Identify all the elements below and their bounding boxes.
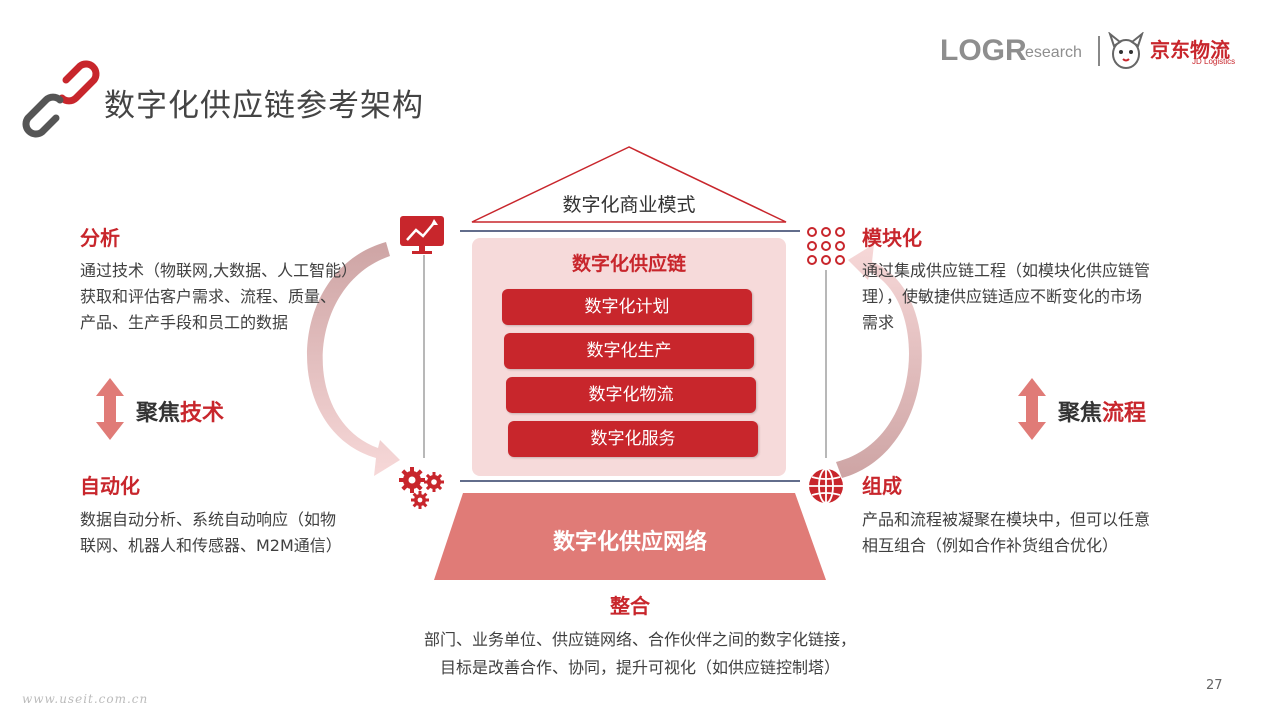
right-double-arrow	[1018, 378, 1046, 440]
jd-mascot-icon	[1108, 32, 1144, 69]
automation-title: 自动化	[80, 474, 140, 498]
dots-grid-icon	[807, 227, 845, 265]
service-bar: 数字化服务	[508, 421, 758, 457]
production-bar: 数字化生产	[504, 333, 754, 369]
modularity-title: 模块化	[862, 226, 922, 250]
gears-icon	[399, 467, 444, 509]
right-curve-arrow	[836, 244, 922, 478]
automation-line: 数据自动分析、系统自动响应（如物	[80, 510, 337, 529]
modularity-line: 需求	[862, 313, 895, 332]
jd-logistics-logo-en: JD Logistics	[1192, 57, 1236, 66]
supply-network-label: 数字化供应网络	[552, 530, 707, 555]
chain-link-icon	[22, 60, 100, 138]
focus-prefix: 聚焦	[1058, 401, 1103, 426]
watermark: www.useit.com.cn	[22, 692, 149, 706]
focus-highlight: 流程	[1102, 401, 1147, 426]
focus-technology: 聚焦技术	[136, 395, 224, 427]
integration-line: 目标是改善合作、协同，提升可视化（如供应链控制塔）	[439, 658, 840, 677]
jd-logistics-logo-cn: 京东物流	[1150, 38, 1230, 62]
logr-research-text: esearch	[1025, 44, 1082, 61]
page-title: 数字化供应链参考架构	[104, 88, 424, 124]
logo-divider	[1098, 36, 1100, 66]
network-trapezoid	[434, 493, 826, 580]
composition-body: 产品和流程被凝聚在模块中，但可以任意 相互组合（例如合作补货组合优化）	[862, 507, 1207, 559]
logr-logo: LOGR	[940, 34, 1027, 67]
planning-bar: 数字化计划	[502, 289, 752, 325]
analysis-line: 获取和评估客户需求、流程、质量、	[80, 287, 337, 306]
focus-highlight: 技术	[180, 401, 225, 426]
focus-prefix: 聚焦	[136, 401, 181, 426]
roof-triangle	[471, 146, 787, 223]
automation-body: 数据自动分析、系统自动响应（如物 联网、机器人和传感器、M2M通信）	[80, 507, 410, 559]
monitor-chart-icon	[400, 216, 444, 254]
business-model-label: 数字化商业模式	[562, 194, 696, 216]
integration-body: 部门、业务单位、供应链网络、合作伙伴之间的数字化链接， 目标是改善合作、协同，提…	[340, 626, 940, 682]
page-number: 27	[1206, 678, 1223, 693]
modularity-line: 通过集成供应链工程（如模块化供应链管	[862, 261, 1151, 280]
composition-title: 组成	[862, 474, 902, 498]
integration-line: 部门、业务单位、供应链网络、合作伙伴之间的数字化链接，	[423, 630, 856, 649]
modularity-line: 理），使敏捷供应链适应不断变化的市场	[862, 287, 1143, 306]
focus-process: 聚焦流程	[1058, 395, 1146, 427]
modularity-body: 通过集成供应链工程（如模块化供应链管 理），使敏捷供应链适应不断变化的市场 需求	[862, 258, 1207, 336]
logo-area: LOGR esearch 京东物流 JD Logistics	[940, 28, 1250, 72]
analysis-line: 通过技术（物联网,大数据、人工智能）	[80, 261, 358, 280]
analysis-body: 通过技术（物联网,大数据、人工智能） 获取和评估客户需求、流程、质量、 产品、生…	[80, 258, 410, 336]
left-curve-arrow	[307, 242, 400, 476]
analysis-title: 分析	[80, 226, 120, 250]
composition-line: 产品和流程被凝聚在模块中，但可以任意	[862, 510, 1151, 529]
integration-title: 整合	[610, 594, 650, 618]
supply-chain-title: 数字化供应链	[571, 253, 686, 275]
composition-line: 相互组合（例如合作补货组合优化）	[862, 536, 1119, 555]
logistics-bar: 数字化物流	[506, 377, 756, 413]
globe-icon	[809, 468, 843, 504]
left-double-arrow	[96, 378, 124, 440]
analysis-line: 产品、生产手段和员工的数据	[80, 313, 289, 332]
automation-line: 联网、机器人和传感器、M2M通信）	[80, 536, 342, 555]
